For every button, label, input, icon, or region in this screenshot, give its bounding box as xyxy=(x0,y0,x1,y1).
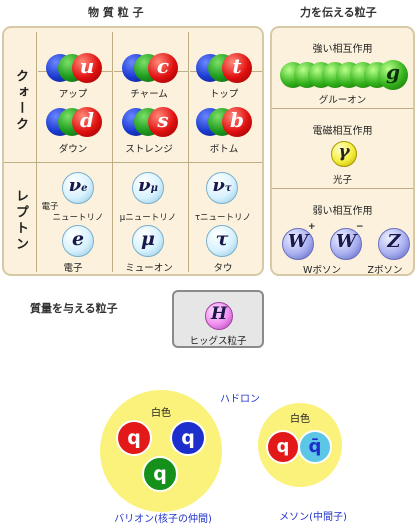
baryon-color-label: 白色 xyxy=(151,408,171,419)
lepton-ball xyxy=(132,225,164,257)
lepton-group-label: レプトン xyxy=(13,189,28,253)
divider xyxy=(112,32,113,272)
matter-title: 物 質 粒 子 xyxy=(88,6,144,19)
divider xyxy=(272,188,413,189)
neutrino-symbol: ντ xyxy=(212,175,232,196)
lepton-symbol: μ xyxy=(141,228,155,250)
lepton-ball xyxy=(62,225,94,257)
quark-red-ball xyxy=(222,107,252,137)
boson-symbol: W xyxy=(287,231,309,252)
neutrino-ball xyxy=(62,172,94,204)
z-boson-name: Zボソン xyxy=(367,265,403,276)
quark-red-ball xyxy=(72,53,102,83)
higgs-name: ヒッグス粒子 xyxy=(189,336,247,347)
neutrino-name: τニュートリノ xyxy=(194,213,252,223)
photon-symbol: γ xyxy=(338,142,350,162)
quark-red: q xyxy=(116,420,152,456)
quark-green: q xyxy=(142,456,178,492)
quark-symbol: u xyxy=(79,54,95,78)
forces-title: 力を伝える粒子 xyxy=(300,6,377,19)
meson-color-label: 白色 xyxy=(290,414,310,425)
quark-name: ダウン xyxy=(58,144,88,155)
quark-red: q xyxy=(266,430,300,464)
quark-name: アップ xyxy=(58,89,88,100)
w-boson-name: Wボソン xyxy=(303,265,341,276)
antiquark-cyan: q̄ xyxy=(298,430,332,464)
em-label: 電磁相互作用 xyxy=(312,126,373,137)
neutrino-prefix: 電子 xyxy=(41,202,59,212)
quark-red-ball xyxy=(148,53,178,83)
lepton-name: タウ xyxy=(213,263,233,274)
divider xyxy=(36,32,37,272)
lepton-ball xyxy=(206,225,238,257)
divider xyxy=(272,108,413,109)
quark-red-ball xyxy=(148,107,178,137)
gluon-ball xyxy=(378,60,408,90)
divider xyxy=(4,162,262,163)
baryon-name: バリオン(核子の仲間) xyxy=(114,514,212,525)
quark-blue: q xyxy=(170,420,206,456)
boson-charge: − xyxy=(356,222,364,232)
quark-group-label: クォーク xyxy=(13,69,28,133)
quark-symbol: d xyxy=(80,108,94,132)
lepton-name: ミューオン xyxy=(125,263,173,274)
neutrino-name: μニュートリノ xyxy=(119,213,177,223)
boson-ball xyxy=(282,228,314,260)
neutrino-symbol: νμ xyxy=(138,175,158,196)
neutrino-ball xyxy=(206,172,238,204)
meson-name: メソン(中間子) xyxy=(279,512,347,523)
quark-symbol: t xyxy=(232,54,242,78)
weak-label: 弱い相互作用 xyxy=(312,206,373,217)
hadron-title: ハドロン xyxy=(220,394,260,405)
lepton-symbol: τ xyxy=(215,228,229,250)
divider xyxy=(188,32,189,272)
lepton-name: 電子 xyxy=(63,263,83,274)
quark-name: ストレンジ xyxy=(125,144,173,155)
higgs-symbol: H xyxy=(210,304,228,324)
photon-name: 光子 xyxy=(332,175,352,186)
quark-name: ボトム xyxy=(209,144,239,155)
higgs-label: 質量を与える粒子 xyxy=(30,302,118,315)
quark-symbol: b xyxy=(230,108,244,132)
boson-symbol: Z xyxy=(387,231,401,252)
boson-charge: + xyxy=(308,222,316,232)
strong-label: 強い相互作用 xyxy=(312,44,373,55)
boson-symbol: W xyxy=(335,231,357,252)
quark-name: トップ xyxy=(209,89,239,100)
boson-ball xyxy=(330,228,362,260)
quark-red-ball xyxy=(222,53,252,83)
quark-symbol: c xyxy=(156,54,170,78)
neutrino-ball xyxy=(132,172,164,204)
neutrino-name: ニュートリノ xyxy=(52,213,104,223)
lepton-symbol: e xyxy=(71,228,85,250)
neutrino-symbol: νe xyxy=(68,175,88,196)
quark-red-ball xyxy=(72,107,102,137)
boson-ball xyxy=(378,228,410,260)
quark-symbol: s xyxy=(157,108,169,132)
gluon-name: グルーオン xyxy=(318,95,367,106)
quark-name: チャーム xyxy=(130,89,168,100)
gluon-symbol: g xyxy=(386,60,400,84)
higgs-ball xyxy=(205,302,233,330)
photon-ball xyxy=(331,141,357,167)
